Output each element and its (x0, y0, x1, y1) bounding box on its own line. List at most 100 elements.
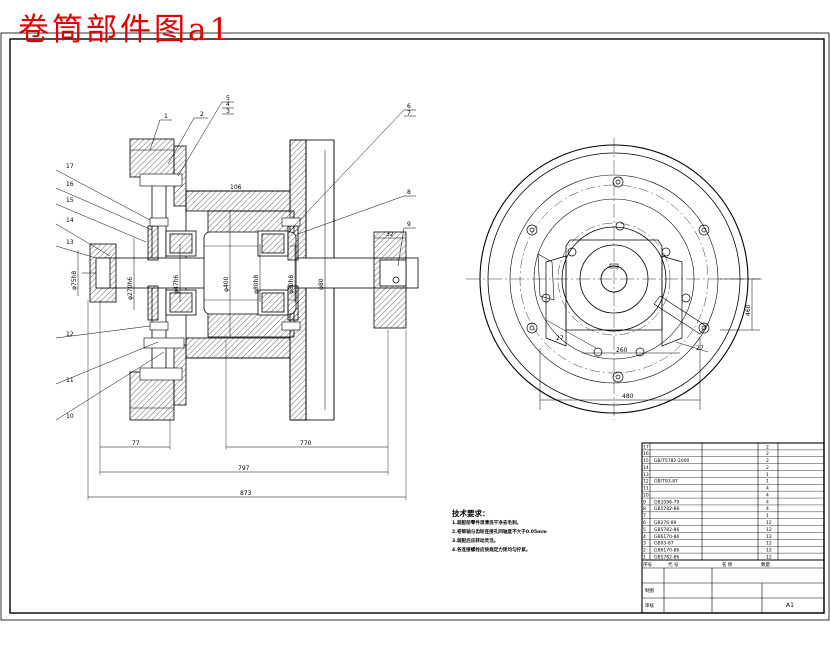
balloon-3: 3 (226, 108, 230, 115)
table-cell-qty: 4 (766, 492, 769, 498)
balloon-7: 7 (407, 110, 411, 117)
outer-frame (0, 32, 830, 621)
table-cell-code: GB/T93-87 (654, 479, 678, 485)
table-cell-no: 12 (643, 479, 649, 485)
table-cell-code: GB1096-79 (654, 499, 680, 505)
table-cell-code: GB6170-86 (654, 534, 680, 540)
dim-106: 106 (230, 184, 242, 191)
dim-27b: 27 (696, 345, 704, 352)
bolt-holes (526, 176, 710, 383)
table-cell-qty: 4 (766, 486, 769, 492)
table-cell-qty: 4 (766, 506, 769, 512)
dim-dia-5: φ80h8 (253, 275, 260, 294)
dim-32: 32 (386, 231, 394, 238)
dim-dia-6: φ80h8 (288, 275, 295, 294)
balloon-8: 8 (407, 189, 411, 196)
table-cell-no: 15 (643, 458, 649, 464)
table-cell-qty: 12 (766, 527, 772, 533)
dim-77: 77 (132, 440, 140, 447)
table-cell-code: GB5782-86 (654, 506, 680, 512)
dim-dia-1: φ75h8 (71, 271, 78, 290)
dim-dia-3: φ47h6 (173, 275, 180, 294)
table-cell-code: GB5782-86 (654, 554, 680, 560)
table-cell-code: GB5782-86 (654, 527, 680, 533)
table-cell-qty: 2 (766, 458, 769, 464)
table-cell-no: 5 (643, 527, 646, 533)
title-drawn: 制图 (645, 587, 654, 594)
table-cell-no: 1 (643, 554, 646, 560)
table-cell-code: GB/T5782-2000 (654, 458, 690, 464)
table-cell-qty: 4 (766, 499, 769, 505)
table-cell-qty: 2 (766, 451, 769, 457)
note-line-3: 3.装配后应转动灵活。 (452, 539, 499, 544)
technical-notes: 技术要求： 1.装配前零件须清洗干净去毛刺。 2.卷筒轴与齿轮连接孔同轴度不大于… (452, 508, 602, 555)
balloon-11: 11 (66, 377, 74, 384)
table-cell-no: 9 (643, 499, 646, 505)
bearing-housing (545, 255, 683, 347)
note-line-2: 2.卷筒轴与齿轮连接孔同轴度不大于0.05mm (452, 530, 547, 535)
note-line-4: 4.各连接螺栓应按规定力矩均匀拧紧。 (452, 548, 531, 553)
dim-873: 873 (240, 490, 252, 497)
table-cell-code: GB276-89 (654, 520, 677, 526)
dim-dia-2: φ270h6 (127, 277, 134, 300)
balloon-9: 9 (407, 221, 411, 228)
table-cell-qty: 2 (766, 465, 769, 471)
table-cell-qty: 12 (766, 541, 772, 547)
dim-dia-4: φ400 (223, 276, 230, 292)
table-header-qty: 数量 (761, 561, 770, 568)
inner-frame (9, 38, 825, 614)
table-cell-no: 7 (643, 513, 646, 519)
dim-27a: 27 (556, 335, 564, 342)
drawing-title: 卷筒部件图a1 (18, 12, 233, 48)
table-cell-code: GB6170-86 (654, 548, 680, 554)
table-cell-no: 8 (643, 506, 646, 512)
balloon-5: 5 (226, 95, 230, 102)
balloon-16: 16 (66, 181, 74, 188)
dim-dia-7: φ80 (318, 278, 325, 290)
bolts-flange (139, 173, 301, 381)
note-line-1: 1.装配前零件须清洗干净去毛刺。 (452, 521, 522, 526)
title-checked: 审核 (645, 602, 654, 609)
table-cell-no: 11 (643, 486, 649, 492)
balloon-13: 13 (66, 239, 74, 246)
end-view-dims (539, 278, 760, 410)
table-header-name: 名 称 (722, 561, 733, 568)
dim-260: 260 (616, 347, 628, 354)
leader-lines (55, 101, 416, 421)
dim-480: 480 (622, 393, 634, 400)
table-cell-qty: 1 (766, 479, 769, 485)
section-view: φ75h8 φ270h6 φ47h6 φ400 φ80h8 φ80h8 φ80 … (55, 95, 419, 500)
balloon-15: 15 (66, 197, 74, 204)
table-cell-code: GB93-87 (654, 541, 674, 547)
gear-rim-top (129, 138, 175, 178)
table-cell-qty: 2 (766, 444, 769, 450)
balloon-10: 10 (66, 413, 74, 420)
balloon-17: 17 (66, 163, 74, 170)
table-header-no: 序号 (643, 561, 652, 568)
dim-797: 797 (238, 465, 250, 472)
balloon-1: 1 (164, 113, 168, 120)
table-cell-no: 3 (643, 541, 646, 547)
end-view: 260 27 27 460 480 (466, 138, 762, 420)
title-sheet: A1 (786, 602, 794, 609)
balloon-6: 6 (407, 103, 411, 110)
dim-460: 460 (745, 304, 752, 316)
table-cell-no: 6 (643, 520, 646, 526)
table-cell-no: 14 (643, 465, 649, 471)
table-cell-qty: 12 (766, 534, 772, 540)
table-cell-qty: 12 (766, 520, 772, 526)
bearing-right (257, 230, 289, 316)
dim-770: 770 (300, 440, 312, 447)
table-cell-qty: 1 (766, 472, 769, 478)
bearing-left (165, 230, 197, 316)
table-cell-qty: 1 (766, 513, 769, 519)
table-cell-no: 17 (643, 444, 649, 450)
balloon-2: 2 (200, 111, 204, 118)
table-cell-no: 4 (643, 534, 646, 540)
table-cell-no: 2 (643, 548, 646, 554)
notes-heading: 技术要求： (452, 509, 490, 518)
table-cell-no: 13 (643, 472, 649, 478)
table-cell-qty: 12 (766, 548, 772, 554)
